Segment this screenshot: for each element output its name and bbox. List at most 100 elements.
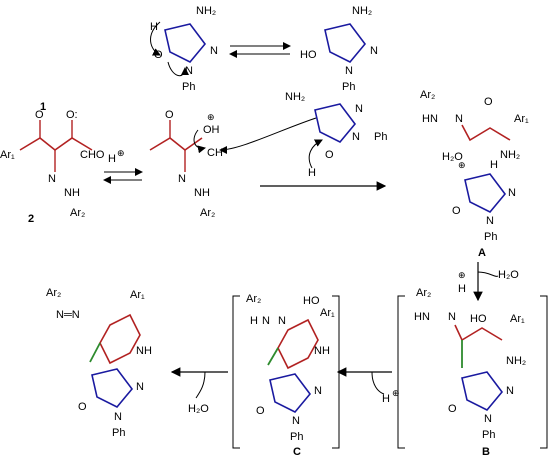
- h-plus-label: H: [108, 153, 116, 165]
- label-nh2: NH₂: [500, 149, 520, 161]
- label-n: N: [136, 381, 144, 393]
- label-n: N: [185, 65, 193, 77]
- protonated-compound-2: O OH ⊕ CH N NH Ar₂: [149, 109, 223, 219]
- intermediate-C: Ar₂ H N N HO Ar₁ NH N O N Ph: [232, 293, 340, 449]
- label-ar1: Ar₁: [130, 289, 145, 301]
- label-n: N: [508, 187, 516, 199]
- label-h2o: H₂O: [442, 151, 463, 163]
- label-h: H: [250, 315, 258, 327]
- label-ph: Ph: [342, 81, 355, 93]
- cyclization-step: H ⊕: [336, 367, 400, 405]
- label-h: H: [150, 21, 158, 33]
- label-ho: HO: [303, 295, 320, 307]
- plus-charge: ⊕: [117, 148, 125, 158]
- label-ph: Ph: [182, 81, 195, 93]
- label-o: O: [78, 401, 87, 413]
- label-ar2: Ar₂: [420, 89, 435, 101]
- label-o: O: [325, 149, 334, 161]
- label-ar1: Ar₁: [320, 307, 335, 319]
- label-ph: Ph: [112, 427, 125, 439]
- label-nh2: NH₂: [196, 5, 216, 17]
- label-n: N: [455, 113, 463, 125]
- label-n: N: [262, 315, 270, 327]
- compound-1-enol-form: NH₂ HO N N Ph: [300, 5, 378, 93]
- label-azo: N═N: [56, 309, 80, 321]
- label-n: N: [448, 311, 456, 323]
- label-o: O: [154, 49, 163, 61]
- plus-charge: ⊕: [458, 270, 466, 280]
- label-h: H: [490, 159, 498, 171]
- label-ar2: Ar₂: [200, 207, 215, 219]
- h-plus-label: H: [382, 393, 390, 405]
- final-product-pyrazolopyridine: Ar₂ N═N Ar₁ NH N O N Ph: [46, 287, 152, 439]
- label-ar2: Ar₂: [46, 287, 61, 299]
- label-n: N: [486, 215, 494, 227]
- label-n: N: [114, 411, 122, 423]
- dehydration-step: ⊕ H H₂O: [458, 262, 519, 302]
- label-n: N: [48, 173, 56, 185]
- label-nh2: NH₂: [506, 355, 526, 367]
- water-label: H₂O: [498, 269, 519, 281]
- label-n: N: [355, 103, 363, 115]
- intermediate-A: Ar₂ HN N O Ar₁ H₂O ⊕ H NH₂ N O N Ph: [420, 89, 529, 243]
- intermediate-label-C: C: [293, 446, 301, 458]
- protonation-step: H ⊕: [103, 148, 143, 184]
- label-o: O: [452, 205, 461, 217]
- intermediate-label-B: B: [482, 446, 490, 458]
- label-n: N: [178, 173, 186, 185]
- plus-charge: ⊕: [458, 160, 466, 170]
- label-hn: HN: [422, 113, 438, 125]
- label-n: N: [210, 45, 218, 57]
- label-o-colon: O:: [66, 109, 78, 121]
- label-n: N: [370, 45, 378, 57]
- label-n: N: [278, 315, 286, 327]
- label-o: O: [448, 403, 457, 415]
- compound-label-2: 2: [28, 213, 34, 225]
- label-ar1: Ar₁: [0, 149, 15, 161]
- enol-nucleophile: NH₂ N N Ph O H: [219, 91, 387, 179]
- tautomer-equilibrium-arrows: [229, 42, 291, 58]
- label-ar1: Ar₁: [510, 313, 525, 325]
- water-label: H₂O: [188, 403, 209, 415]
- final-dehydration-step: H₂O: [170, 367, 228, 415]
- label-n: N: [506, 385, 514, 397]
- label-n: N: [352, 131, 360, 143]
- label-ph: Ph: [290, 431, 303, 443]
- label-ch: CH: [207, 147, 223, 159]
- label-o: O: [256, 405, 265, 417]
- label-ar1: Ar₁: [514, 113, 529, 125]
- plus-charge: ⊕: [392, 388, 400, 398]
- label-n: N: [292, 415, 300, 427]
- label-hn: HN: [414, 311, 430, 323]
- compound-label-1: 1: [40, 101, 46, 113]
- label-o: O: [484, 96, 493, 108]
- plus-charge: ⊕: [207, 112, 215, 122]
- label-nh2: NH₂: [352, 5, 372, 17]
- label-o: O: [165, 109, 174, 121]
- label-ar2: Ar₂: [246, 293, 261, 305]
- label-n: N: [484, 413, 492, 425]
- label-n: N: [345, 65, 353, 77]
- label-nh: NH: [194, 187, 210, 199]
- label-nh: NH: [64, 187, 80, 199]
- label-cho: CHO: [80, 149, 105, 161]
- compound-1-keto-form: H NH₂ O N N Ph: [150, 5, 218, 93]
- label-ph: Ph: [482, 429, 495, 441]
- h-plus-label: H: [458, 283, 466, 295]
- label-oh-plus: OH: [203, 124, 220, 136]
- label-ar2: Ar₂: [70, 207, 85, 219]
- label-h: H: [308, 167, 316, 179]
- label-nh: NH: [136, 345, 152, 357]
- intermediate-label-A: A: [478, 247, 486, 259]
- label-ph: Ph: [374, 131, 387, 143]
- label-o: O: [35, 109, 44, 121]
- label-n: N: [314, 385, 322, 397]
- label-ar2: Ar₂: [416, 287, 431, 299]
- label-ph: Ph: [484, 231, 497, 243]
- label-ho: HO: [470, 313, 487, 325]
- intermediate-B: Ar₂ HN N HO Ar₁ NH₂ N O N Ph: [397, 287, 548, 449]
- compound-2: Ar₁ O O: CHO N NH Ar₂: [0, 109, 105, 219]
- label-nh: NH: [314, 345, 330, 357]
- label-ho: HO: [300, 49, 317, 61]
